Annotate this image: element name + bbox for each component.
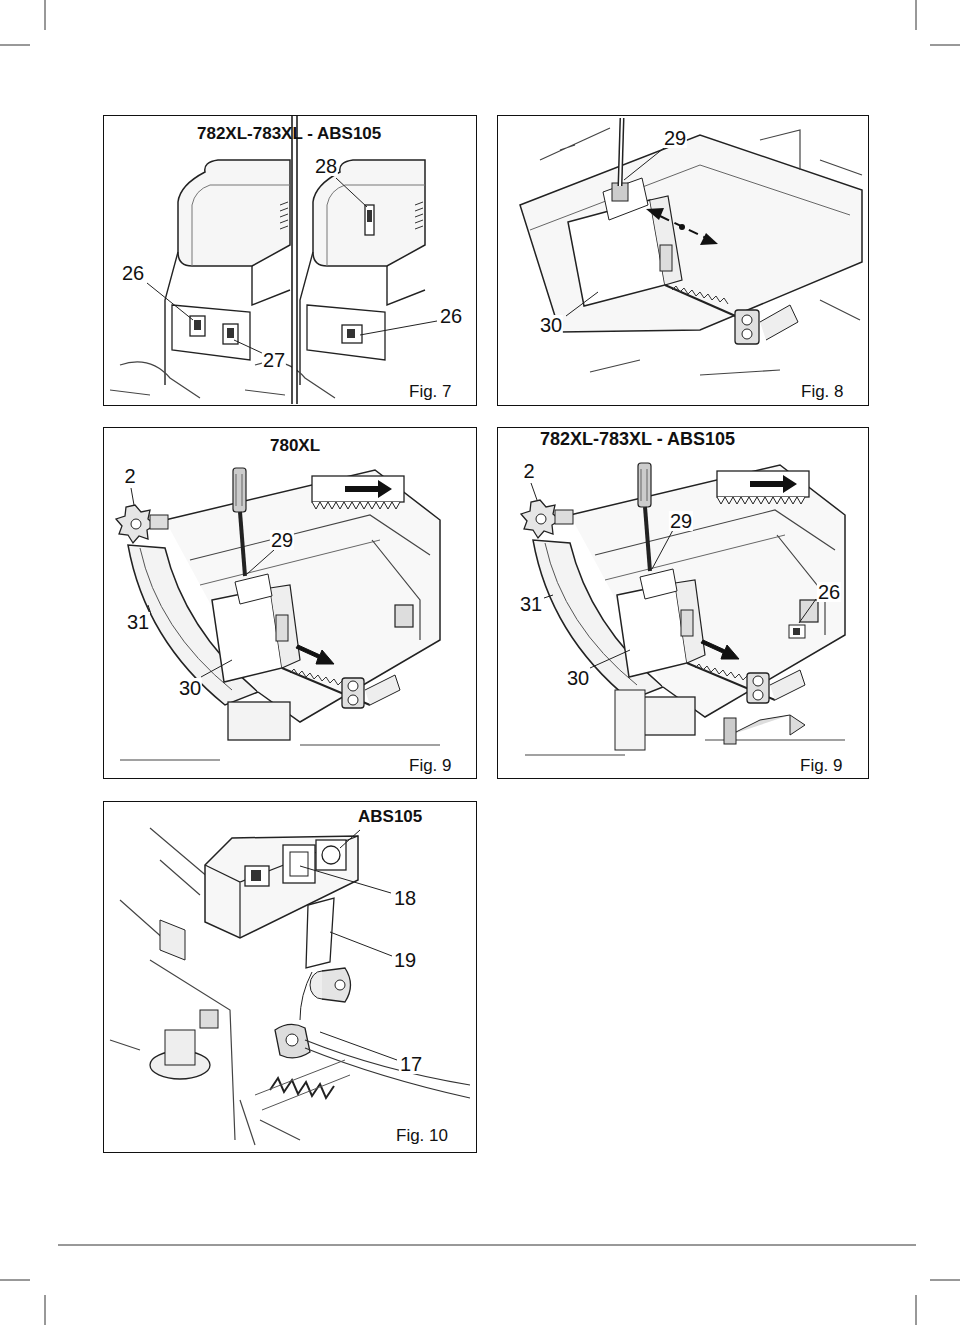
blade-guard-figure [520, 118, 862, 375]
figure-caption: Fig. 7 [409, 383, 452, 402]
callout-number: 27 [262, 350, 286, 370]
callout-number: 26 [817, 582, 841, 602]
figure-panel: Fig. 8 [497, 115, 869, 406]
figure-heading: ABS105 [358, 808, 422, 827]
figure-panel: 780XL Fig. 9 [103, 427, 477, 779]
figure-caption: Fig. 9 [800, 757, 843, 776]
figure-heading: 780XL [270, 437, 320, 456]
callout-number: 18 [393, 888, 417, 908]
figure-heading: 782XL-783XL - ABS105 [540, 430, 735, 450]
figure-panel: 782XL-783XL - ABS105Fig. 7 [103, 115, 477, 406]
figure-panel: ABS105Fig. 10 [103, 801, 477, 1153]
callout-number: 2 [123, 466, 136, 486]
callout-number: 26 [439, 306, 463, 326]
callout-number: 31 [126, 612, 150, 632]
blade-tension-figure [116, 468, 440, 760]
figure-heading: 782XL-783XL - ABS105 [197, 125, 381, 144]
callout-number: 30 [566, 668, 590, 688]
figure-panel: 782XL-783XL - ABS105Fig. 9 [497, 427, 869, 779]
callout-number: 30 [539, 315, 563, 335]
callout-number: 29 [270, 530, 294, 550]
callout-number: 17 [399, 1054, 423, 1074]
callout-number: 29 [663, 128, 687, 148]
figure-caption: Fig. 8 [801, 383, 844, 402]
callout-number: 19 [393, 950, 417, 970]
figure-caption: Fig. 10 [396, 1127, 448, 1146]
callout-number: 31 [519, 594, 543, 614]
switch-housing-figure [110, 116, 437, 404]
figure-caption: Fig. 9 [409, 757, 452, 776]
callout-number: 26 [121, 263, 145, 283]
callout-number: 30 [178, 678, 202, 698]
callout-number: 29 [669, 511, 693, 531]
blade-tension-figure [521, 463, 845, 755]
callout-number: 28 [314, 156, 338, 176]
callout-number: 2 [522, 461, 535, 481]
control-box-figure [110, 828, 470, 1145]
